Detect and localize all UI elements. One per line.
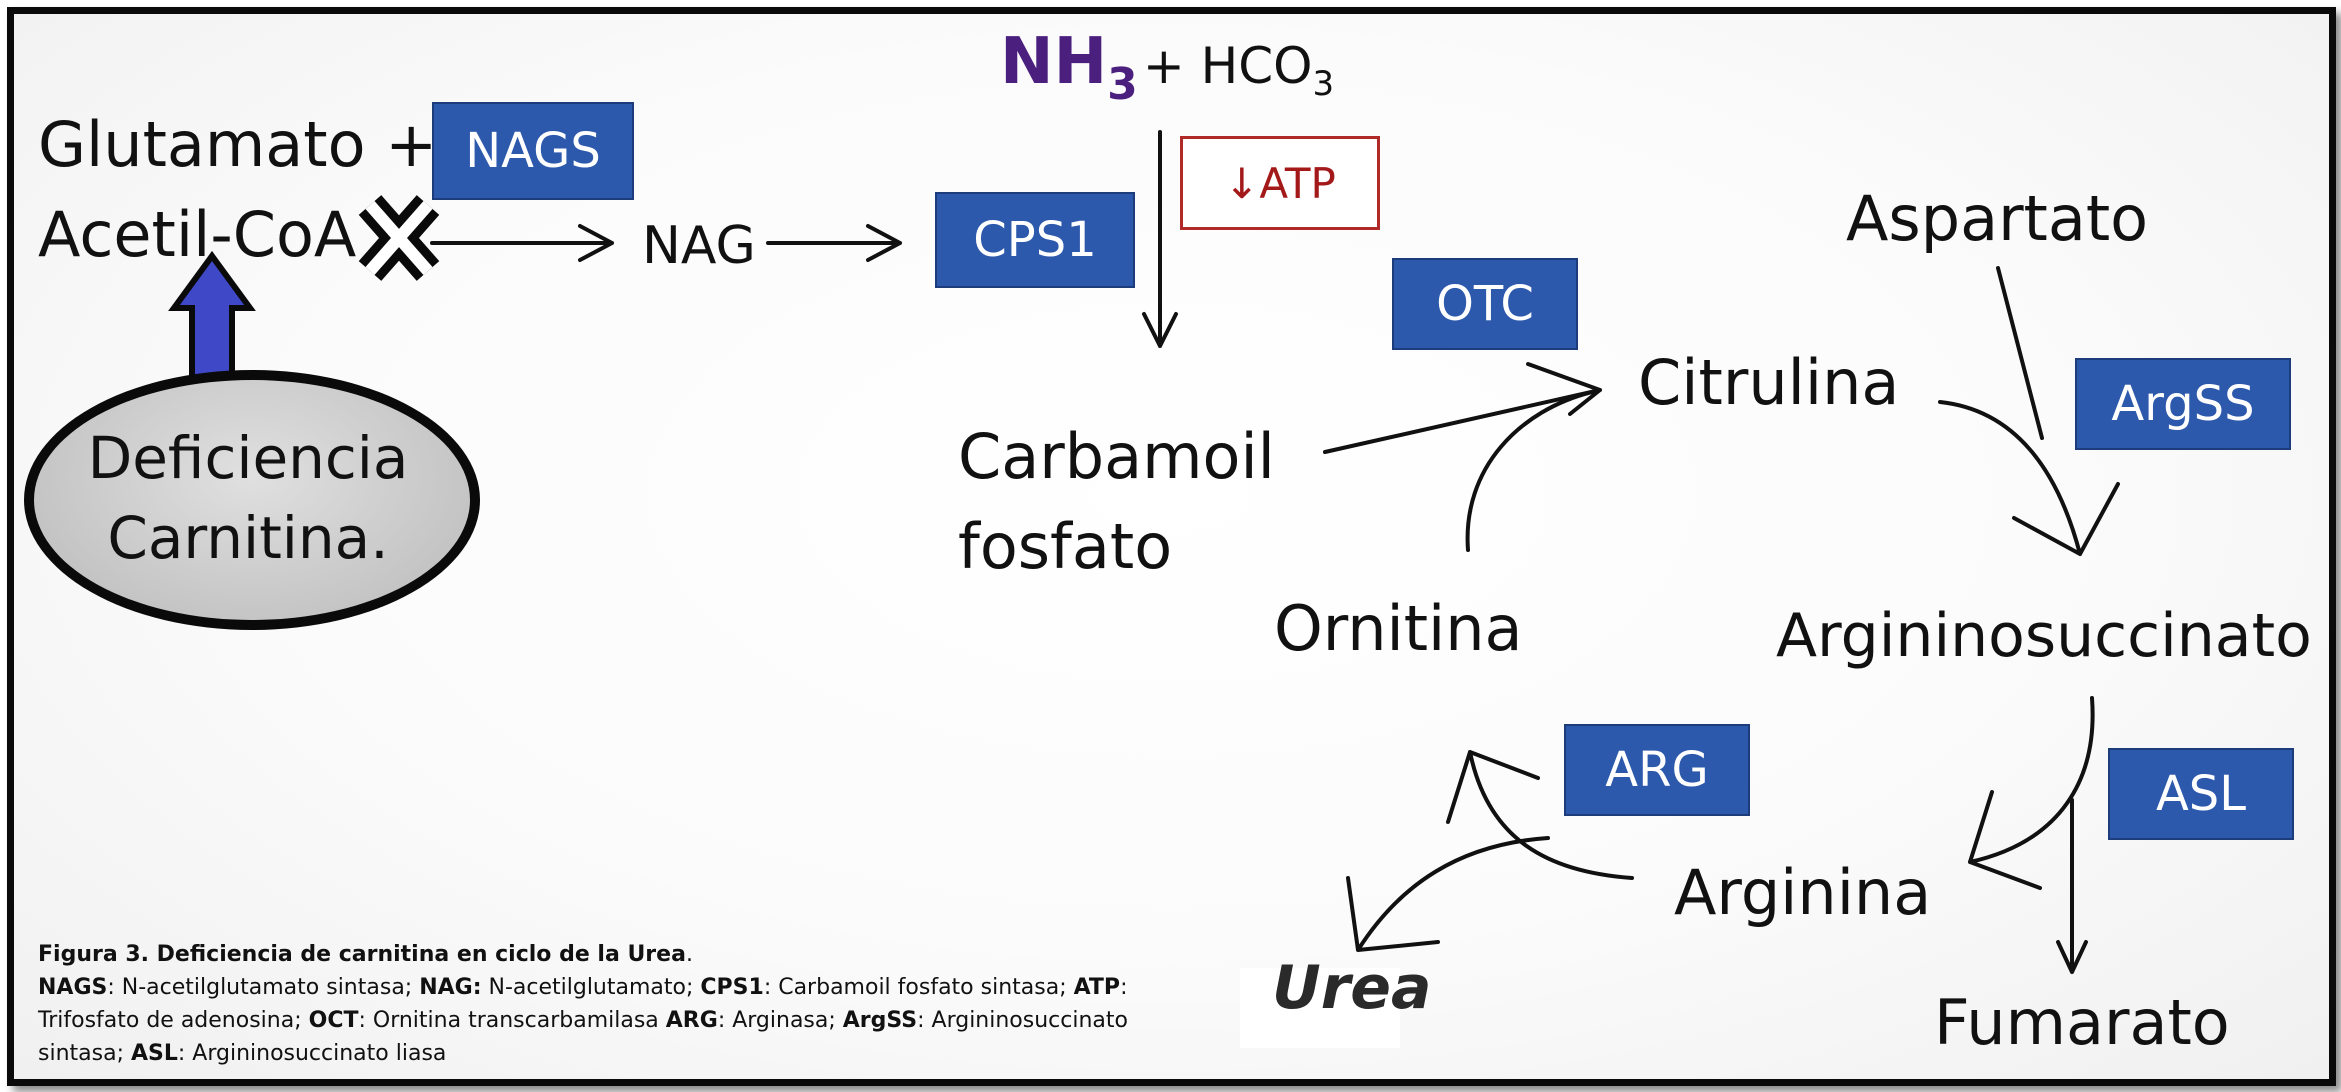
nh3-hco3-label: NH3 + HCO3 (1000, 30, 1334, 107)
deficiency-line1: Deficiencia (87, 424, 409, 492)
metabolite-argininosuccinato: Argininosuccinato (1776, 601, 2312, 671)
metabolite-ornitina: Ornitina (1274, 592, 1523, 665)
caption-def-nag: N-acetilglutamato; (481, 975, 701, 1000)
caption-def-cps1: : Carbamoil fosfato sintasa; (763, 975, 1074, 1000)
caption-def-asl: : Argininosuccinato liasa (177, 1041, 447, 1066)
arrow-argininosuccinato-to-arginina (1968, 696, 2095, 890)
metabolite-citrulina: Citrulina (1638, 346, 1900, 419)
metabolite-fumarato: Fumarato (1934, 986, 2230, 1059)
metabolite-acetil-coa: Acetil-CoA (38, 198, 357, 271)
enzyme-arg: ARG (1564, 724, 1750, 816)
arrow-carbamoil-to-citrulina (1323, 362, 1602, 454)
up-arrow-deficiency (168, 250, 256, 383)
enzyme-nags: NAGS (432, 102, 634, 200)
deficiency-label: Deficiencia Carnitina. (30, 418, 466, 578)
deficiency-ellipse (24, 370, 480, 630)
arrow-acetilcoa-to-nag (430, 224, 614, 262)
arrow-citrulina-to-argininosuccinato (1938, 400, 2120, 556)
caption-term-nag: NAG: (419, 975, 482, 1000)
caption-title-end: . (685, 942, 693, 967)
metabolite-nag: NAG (642, 216, 756, 276)
arrow-nag-to-cps1 (766, 224, 902, 262)
hco3-subscript: 3 (1312, 64, 1335, 104)
caption-def-oct: : Ornitina transcarbamilasa (358, 1008, 666, 1033)
arrow-arginina-to-ornitina (1446, 750, 1634, 880)
caption-title-line: Figura 3. Deficiencia de carnitina en ci… (38, 938, 1218, 971)
caption-title: Figura 3. Deficiencia de carnitina en ci… (38, 942, 686, 967)
blocked-x-icon (358, 195, 440, 281)
nh3-subscript: 3 (1107, 59, 1138, 110)
metabolite-arginina: Arginina (1674, 856, 1932, 929)
figure-caption: Figura 3. Deficiencia de carnitina en ci… (38, 938, 1218, 1070)
caption-def-nags: : N-acetilglutamato sintasa; (107, 975, 420, 1000)
arrow-ornitina-to-citrulina (1465, 390, 1594, 552)
metabolite-aspartato: Aspartato (1846, 182, 2149, 255)
caption-legend: NAGS: N-acetilglutamato sintasa; NAG: N-… (38, 971, 1218, 1070)
hco3-base: + HCO (1142, 37, 1313, 95)
urea-background (1240, 968, 1400, 1048)
metabolite-urea: Urea (1272, 953, 1432, 1023)
caption-term-atp: ATP (1073, 975, 1121, 1000)
arrow-arginina-to-urea (1346, 836, 1550, 952)
caption-term-arg: ARG (665, 1008, 718, 1033)
arrow-to-fumarato (2056, 798, 2088, 974)
caption-def-atp: : Trifosfato de adenosina; (38, 975, 1128, 1033)
arrow-aspartato (1996, 266, 2044, 440)
metabolite-fosfato: fosfato (958, 510, 1173, 583)
caption-def-argss: : Argininosuccinato sintasa; (38, 1008, 1128, 1066)
enzyme-otc: OTC (1392, 258, 1578, 350)
caption-term-cps1: CPS1 (700, 975, 764, 1000)
metabolite-glutamato: Glutamato + (38, 108, 438, 181)
enzyme-cps1: CPS1 (935, 192, 1135, 288)
metabolite-carbamoil: Carbamoil (958, 420, 1275, 493)
caption-def-arg: : Arginasa; (717, 1008, 843, 1033)
atp-decrease-label: ↓ATP (1180, 136, 1380, 230)
enzyme-argss: ArgSS (2075, 358, 2291, 450)
caption-term-argss: ArgSS (842, 1008, 918, 1033)
arrow-nh3-to-carbamoil (1142, 130, 1178, 348)
caption-term-oct: OCT (308, 1008, 359, 1033)
nh3-base: NH (1000, 25, 1108, 99)
deficiency-line2: Carnitina. (107, 504, 389, 572)
enzyme-asl: ASL (2108, 748, 2294, 840)
caption-term-nags: NAGS (38, 975, 108, 1000)
caption-term-asl: ASL (130, 1041, 178, 1066)
